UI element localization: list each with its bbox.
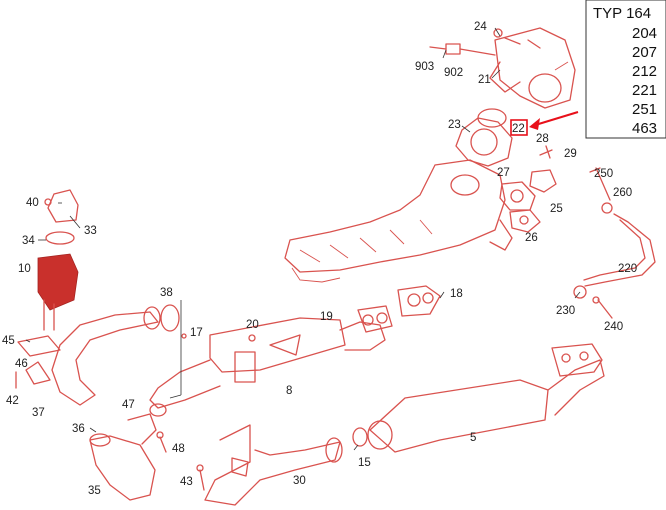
type-table: TYP 164 204 207 212 221 251 463 [585,0,666,139]
callout-label[interactable]: 38 [160,287,173,299]
callout-label[interactable]: 250 [594,168,613,180]
callout-label[interactable]: 19 [320,311,333,323]
egr-valve-left-part[interactable] [37,189,79,331]
egr-cooler-part[interactable] [149,317,386,409]
callout-label[interactable]: 902 [444,67,463,79]
callout-label[interactable]: 27 [497,167,510,179]
egr-pipe-part[interactable] [573,213,656,299]
callout-label[interactable]: 260 [613,187,632,199]
callout-label[interactable]: 8 [286,385,292,397]
callout-label[interactable]: 33 [84,225,97,237]
gasket-part[interactable] [15,335,61,389]
callout-label[interactable]: 21 [478,74,491,86]
callout-label[interactable]: 37 [32,407,45,419]
leader-lines [25,27,581,451]
bolt-part[interactable] [539,145,613,214]
callout-label[interactable]: 220 [618,263,637,275]
type-variant: 212 [632,63,657,80]
callout-label[interactable]: 28 [536,133,549,145]
callout-label[interactable]: 34 [22,235,35,247]
exhaust-pipe-part[interactable] [89,403,167,501]
type-table-title: TYP 164 [593,5,651,22]
gasket-part[interactable] [499,169,557,233]
exhaust-pipe-part[interactable] [204,424,343,506]
callout-label[interactable]: 43 [180,476,193,488]
callout-label[interactable]: 5 [470,432,476,444]
callout-label[interactable]: 36 [72,423,85,435]
callout-label[interactable]: 47 [122,399,135,411]
callout-label[interactable]: 48 [172,443,185,455]
callout-label[interactable]: 42 [6,395,19,407]
callout-label[interactable]: 903 [415,61,434,73]
gasket-part[interactable] [352,427,368,447]
bolt-part[interactable] [156,431,205,491]
callout-label[interactable]: 230 [556,305,575,317]
callout-label[interactable]: 26 [525,232,538,244]
callout-label[interactable]: 22 [512,123,525,135]
gasket-part[interactable] [357,285,441,333]
type-variant: 251 [632,101,657,118]
callout-label[interactable]: 40 [26,197,39,209]
type-variant: 463 [632,120,657,137]
sensor-part[interactable] [429,28,503,56]
callout-label[interactable]: 35 [88,485,101,497]
callout-labels: 24 903 902 21 23 22 28 29 27 250 260 25 … [2,21,637,497]
callout-label[interactable]: 30 [293,475,306,487]
callout-label[interactable]: 23 [448,119,461,131]
type-variant: 204 [632,25,657,42]
callout-label[interactable]: 10 [18,263,31,275]
catalytic-converter-part[interactable] [367,343,605,453]
callout-label[interactable]: 20 [246,319,259,331]
clamp-part[interactable] [160,304,180,332]
type-variant: 221 [632,82,657,99]
callout-label[interactable]: 24 [474,21,487,33]
callout-label[interactable]: 29 [564,148,577,160]
gasket-part[interactable] [455,108,513,167]
callout-label[interactable]: 17 [190,327,203,339]
type-variant: 207 [632,44,657,61]
callout-label[interactable]: 15 [358,457,371,469]
callout-label[interactable]: 240 [604,321,623,333]
callout-label[interactable]: 25 [550,203,563,215]
egr-valve-part[interactable] [489,27,576,109]
callout-label[interactable]: 45 [2,335,15,347]
callout-label[interactable]: 18 [450,288,463,300]
callout-label[interactable]: 46 [15,358,28,370]
bolt-part[interactable] [592,296,613,319]
highlight-marker [510,111,579,136]
exhaust-manifold-part[interactable] [284,159,513,283]
exhaust-pipe-part[interactable] [51,306,161,406]
